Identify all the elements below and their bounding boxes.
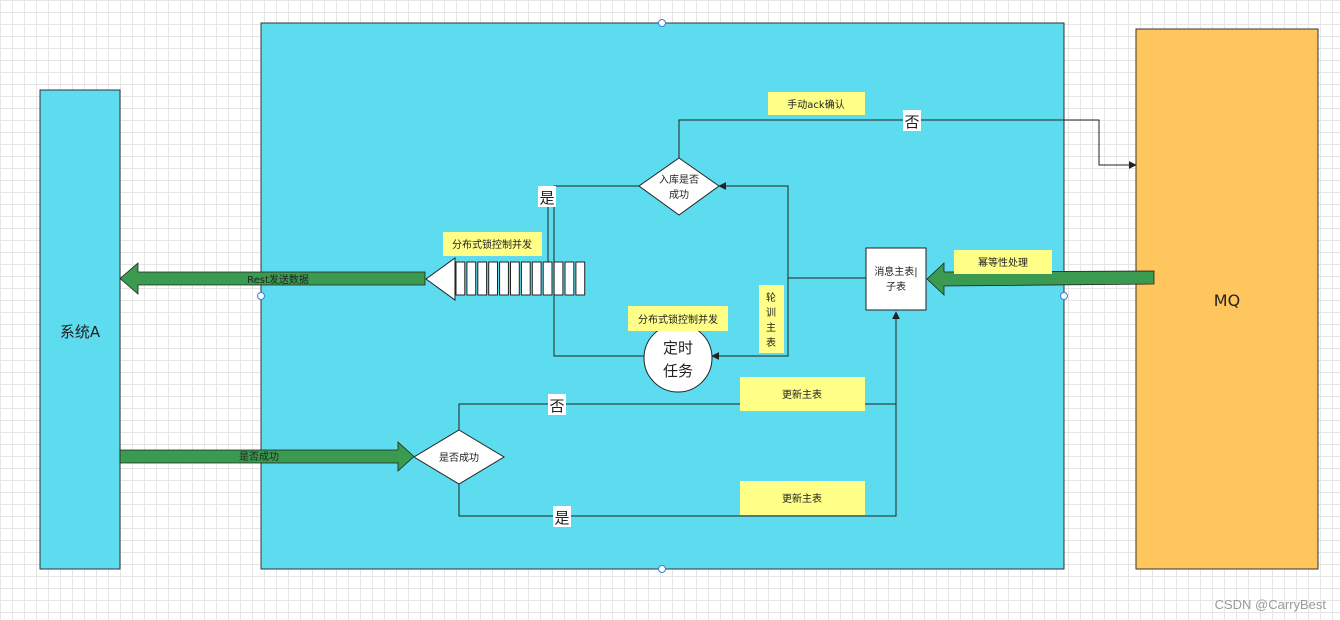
rest-send-label: Rest发送数据 (247, 273, 309, 286)
queue-cell (477, 261, 488, 296)
update-main-note-top-text: 更新主表 (782, 388, 822, 401)
result-decision (413, 429, 505, 485)
poll-main-char-4: 表 (766, 336, 776, 349)
queue-symbol (425, 257, 586, 301)
queue-cell (510, 261, 520, 296)
msg-table-line1: 消息主表| (874, 265, 917, 278)
result-decision-label: 是否成功 (439, 452, 479, 464)
edge-label-no-mid-bg (548, 394, 566, 415)
manual-ack-note-text: 手动ack确认 (787, 98, 844, 111)
edge-label-yes-left-bg (538, 186, 556, 207)
mq-label: MQ (1214, 291, 1240, 310)
poll-main-note (759, 285, 784, 353)
queue-cell (564, 261, 575, 296)
timer-task-node (643, 323, 713, 393)
db-success-decision-line1: 入库是否 (659, 173, 699, 186)
timer-task-line1: 定时 (663, 339, 693, 357)
poll-main-char-2: 训 (766, 307, 776, 319)
timer-task-line2: 任务 (663, 362, 693, 380)
timer-to-poll-line (711, 278, 789, 360)
container-handle-left[interactable] (257, 292, 265, 300)
ack-line (678, 119, 1137, 169)
system-a-label: 系统A (60, 323, 101, 341)
queue-cell (488, 261, 499, 296)
rest-send-arrow (119, 262, 426, 295)
queue-arrow-head (425, 257, 456, 301)
queue-cell (575, 261, 586, 296)
queue-cell (455, 261, 466, 296)
queue-cell (520, 261, 531, 296)
msg-table-line2: 子表 (886, 280, 906, 293)
db-success-decision (638, 157, 720, 216)
yes-update-line (458, 311, 900, 517)
queue-cell (553, 261, 564, 296)
lock-note-bottom (628, 306, 728, 331)
update-main-note-bottom (740, 481, 865, 515)
container-handle-bottom[interactable] (658, 565, 666, 573)
poll-main-char-1: 轮 (766, 291, 776, 304)
is-success-arrow (119, 441, 415, 472)
update-main-note-bottom-text: 更新主表 (782, 492, 822, 505)
db-success-decision-line2: 成功 (669, 189, 689, 201)
is-success-arrow-label: 是否成功 (239, 451, 279, 463)
lock-note-top (443, 232, 542, 256)
poll-main-char-3: 主 (766, 322, 776, 334)
edge-label-yes-bottom-bg (553, 506, 571, 527)
service-container (260, 22, 1065, 570)
edge-label-no-top-bg (903, 110, 921, 131)
edge-label-yes-left: 是 (539, 189, 554, 207)
manual-ack-note (768, 92, 865, 115)
lock-note-bottom-text: 分布式锁控制并发 (638, 313, 718, 326)
container-handle-top[interactable] (658, 19, 666, 27)
msg-table-node (865, 247, 927, 311)
watermark: CSDN @CarryBest (1214, 597, 1326, 612)
edge-label-no-mid: 否 (549, 397, 564, 415)
mq-box (1135, 28, 1319, 570)
queue-cell (466, 261, 477, 296)
container-handle-right[interactable] (1060, 292, 1068, 300)
edge-label-no-top: 否 (904, 113, 919, 131)
queue-cell (499, 261, 509, 296)
edge-label-yes-bottom: 是 (554, 509, 569, 527)
idempotent-arrow (926, 262, 1155, 296)
queue-cell (531, 261, 542, 296)
poll-line (718, 182, 866, 279)
queue-cell (542, 261, 553, 296)
system-a-box (39, 89, 121, 570)
idempotent-note-text: 幂等性处理 (978, 256, 1028, 269)
lock-note-top-text: 分布式锁控制并发 (452, 238, 532, 251)
update-main-note-top (740, 377, 865, 411)
idempotent-note (954, 250, 1052, 274)
